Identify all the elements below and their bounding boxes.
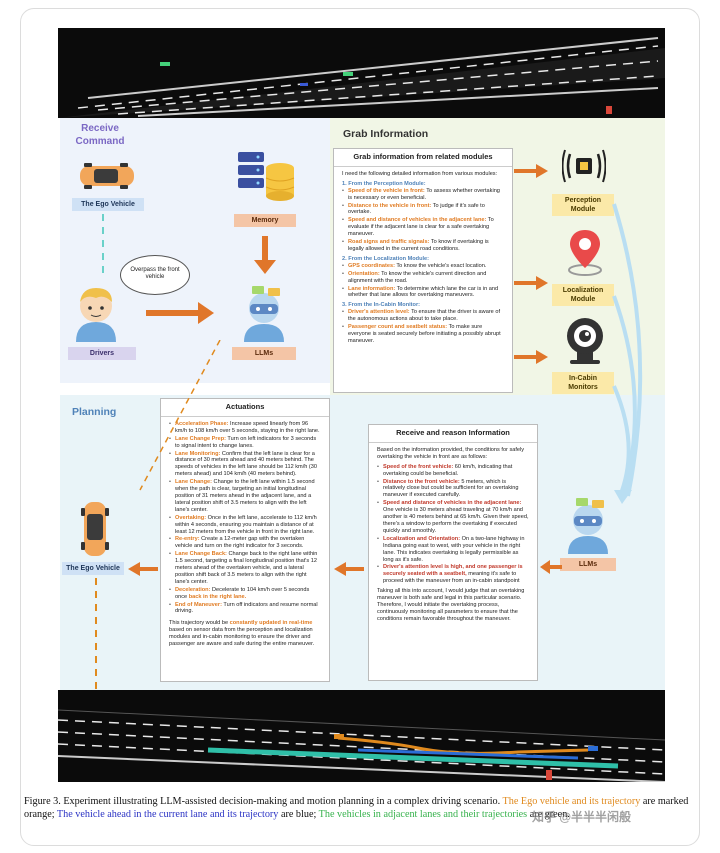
grab-information-box: Grab information from related modules I … — [333, 148, 513, 393]
list-item: Passenger count and seatbelt status: To … — [342, 324, 504, 345]
caption-blue-text: The vehicle ahead in the current lane an… — [56, 809, 279, 820]
list-item: Deceleration: Decelerate to 104 km/h ove… — [169, 587, 321, 601]
list-item: Road signs and traffic signals: To know … — [342, 239, 504, 253]
list-item: Lane information: To determine which lan… — [342, 286, 504, 300]
llms-label-top: LLMs — [232, 347, 296, 360]
driver-speech-bubble: Overpass the front vehicle — [120, 255, 190, 295]
list-item: Driver's attention level is high, and on… — [377, 564, 529, 585]
localization-module-label: Localization Module — [552, 284, 614, 306]
ego-vehicle-label-bottom: The Ego Vehicle — [62, 562, 124, 575]
orange-trajectory — [337, 736, 589, 755]
to-perception-arrow — [514, 164, 548, 178]
actuations-to-ego-arrow — [128, 562, 158, 576]
receive-command-title: Receive Command — [75, 123, 125, 147]
list-item: Speed of the front vehicle: 60 km/h, ind… — [377, 464, 529, 478]
reason-list: Speed of the front vehicle: 60 km/h, ind… — [377, 464, 529, 585]
ego-car-icon-bottom — [81, 502, 109, 556]
localization-list: GPS coordinates: To know the vehicle's e… — [342, 263, 504, 300]
incabin-monitors-label: In-Cabin Monitors — [552, 372, 614, 394]
list-item: Distance to the front vehicle: 5 meters,… — [377, 479, 529, 500]
watermark: 知乎 @半半半闲般 — [532, 810, 632, 824]
list-item: Driver's attention level: To ensure that… — [342, 309, 504, 323]
memory-to-llms-arrow — [254, 236, 276, 274]
perception-heading: 1. From the Perception Module: — [342, 180, 426, 187]
llm-robot-icon-bottom — [568, 498, 608, 554]
reason-to-actuations-arrow — [334, 562, 364, 576]
receive-to-planning-dashed-line — [139, 340, 221, 491]
ego-to-driver-dashed-line — [102, 214, 104, 274]
driver-avatar-icon — [76, 288, 116, 342]
caption-orange-text: The Ego vehicle and its trajectory — [502, 796, 641, 807]
list-item: End of Maneuver: Turn off indicators and… — [169, 602, 321, 616]
modules-to-llms-curved-arrows — [612, 203, 643, 504]
list-item: Orientation: To know the vehicle's curre… — [342, 271, 504, 285]
llm-robot-icon — [244, 286, 284, 342]
top-road-image — [58, 28, 665, 118]
to-localization-arrow — [514, 276, 548, 290]
planning-title: Planning — [72, 406, 117, 418]
blue-vehicle-marker — [300, 83, 308, 86]
figure-caption: Figure 3. Experiment illustrating LLM-as… — [24, 796, 689, 820]
list-item: Overtaking: Once in the left lane, accel… — [169, 515, 321, 536]
reason-box-title: Receive and reason Information — [369, 425, 537, 443]
location-pin-icon — [568, 230, 602, 276]
grab-box-title: Grab information from related modules — [334, 149, 512, 167]
list-item: Lane Change: Change to the left lane wit… — [169, 479, 321, 514]
llms-label-bottom: LLMs — [560, 558, 616, 571]
drivers-label: Drivers — [68, 347, 136, 360]
list-item: Speed and distance of vehicles in the ad… — [377, 500, 529, 535]
grab-information-title: Grab Information — [343, 128, 429, 140]
list-item: Lane Monitoring: Confirm that the left l… — [169, 451, 321, 479]
memory-database-icon — [238, 152, 295, 201]
actuations-box: Actuations Acceleration Phase: Increase … — [160, 398, 330, 682]
green-vehicle-marker — [160, 62, 170, 66]
list-item: Localization and Orientation: On a two-l… — [377, 536, 529, 564]
caption-green-text: The vehicles in adjacent lanes and their… — [318, 809, 528, 820]
green-vehicle-marker — [343, 72, 353, 76]
blue-trajectory — [357, 748, 579, 760]
bottom-road-image — [58, 690, 665, 782]
perception-list: Speed of the vehicle in front: To assess… — [342, 188, 504, 253]
incabin-camera-icon — [567, 318, 603, 364]
incabin-list: Driver's attention level: To ensure that… — [342, 309, 504, 345]
green-trajectory — [207, 747, 619, 769]
list-item: Speed of the vehicle in front: To assess… — [342, 188, 504, 202]
list-item: Distance to the vehicle in front: To jud… — [342, 203, 504, 217]
perception-chip-icon — [562, 149, 606, 183]
localization-heading: 2. From the Localization Module: — [342, 255, 430, 262]
drivers-to-llms-arrow — [146, 302, 214, 324]
reason-information-box: Receive and reason Information Based on … — [368, 424, 538, 681]
actuations-title: Actuations — [161, 399, 329, 417]
to-incabin-arrow — [514, 350, 548, 364]
list-item: Acceleration Phase: Increase speed linea… — [169, 421, 321, 435]
reason-intro: Based on the information provided, the c… — [377, 446, 525, 460]
list-item: GPS coordinates: To know the vehicle's e… — [342, 263, 504, 270]
actuations-footer: This trajectory would be constantly upda… — [169, 620, 315, 648]
grab-intro: I need the following detailed informatio… — [342, 170, 498, 177]
memory-label: Memory — [234, 214, 296, 227]
ego-vehicle-label-top: The Ego Vehicle — [72, 198, 144, 211]
perception-module-label: Perception Module — [552, 194, 614, 216]
reason-conclusion: Taking all this into account, I would ju… — [377, 588, 525, 622]
list-item: Speed and distance of vehicles in the ad… — [342, 217, 504, 238]
actuations-list: Acceleration Phase: Increase speed linea… — [169, 421, 321, 615]
list-item: Lane Change Back: Change back to the rig… — [169, 551, 321, 586]
list-item: Re-entry: Create a 12-meter gap with the… — [169, 536, 321, 550]
llms-to-reason-arrow — [540, 560, 562, 574]
ego-to-trajectory-dashed-line — [95, 578, 97, 698]
list-item: Lane Change Prep: Turn on left indicator… — [169, 436, 321, 450]
incabin-heading: 3. From the In-Cabin Monitor: — [342, 302, 420, 309]
ego-car-icon — [80, 163, 134, 189]
